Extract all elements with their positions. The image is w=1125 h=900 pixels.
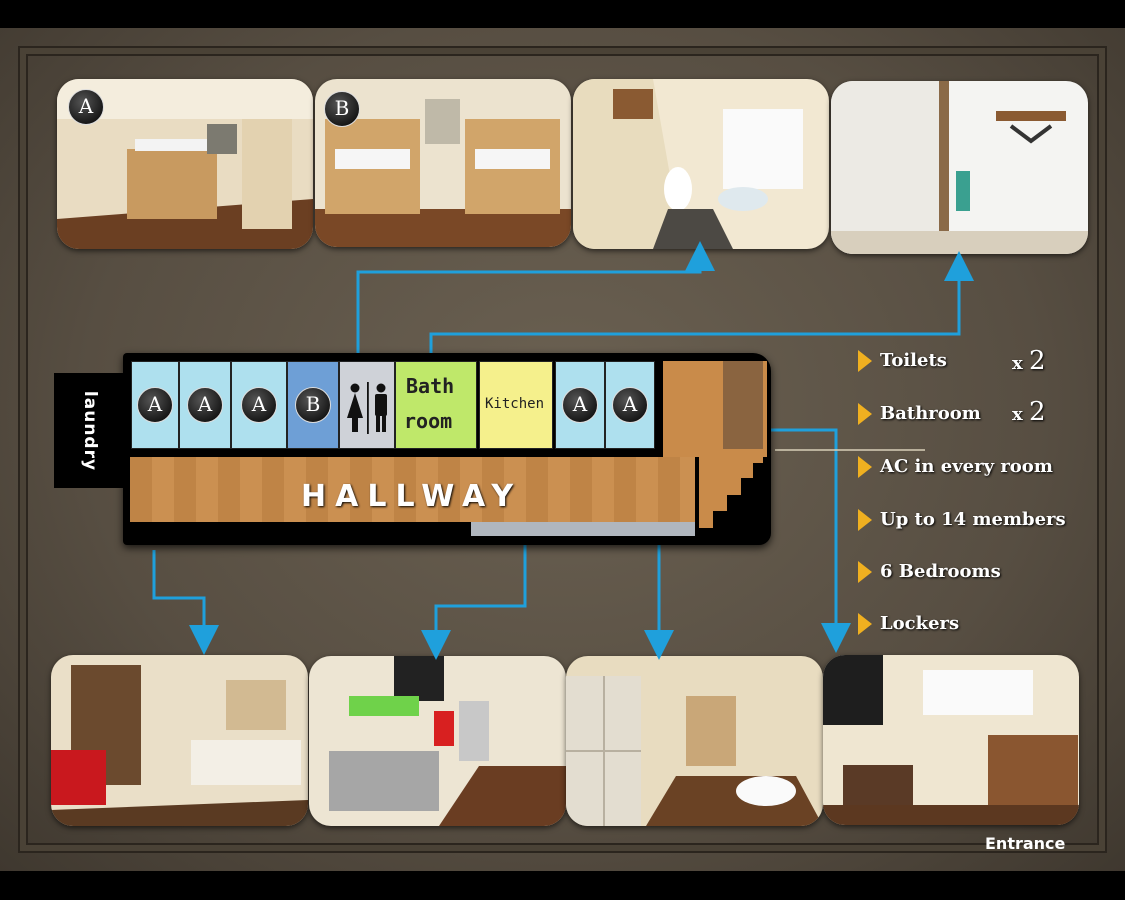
photo-washroom xyxy=(51,655,308,826)
room-type-badge: A xyxy=(241,387,277,423)
bathroom-label-line1: Bath xyxy=(406,374,455,398)
room-type-badge: A xyxy=(68,89,104,125)
triangle-bullet-icon xyxy=(858,350,872,372)
feature-bathroom: Bathroom xyxy=(858,403,981,425)
hallway-floor xyxy=(130,457,695,522)
photo-toilet xyxy=(573,79,829,249)
triangle-bullet-icon xyxy=(858,403,872,425)
corridor-mat xyxy=(471,522,695,536)
triangle-bullet-icon xyxy=(858,456,872,478)
room-bathroom: Bath room xyxy=(395,361,477,449)
feature-ac: AC in every room xyxy=(858,456,1053,478)
room-toilet xyxy=(339,361,395,449)
room-type-badge: B xyxy=(324,91,360,127)
bathroom-label-line2: room xyxy=(404,409,453,433)
photo-entrance xyxy=(823,655,1079,825)
restroom-icon xyxy=(347,382,387,434)
room-type-badge: A xyxy=(612,387,648,423)
photo-kitchen xyxy=(309,656,566,826)
room-type-badge: A xyxy=(187,387,223,423)
laundry-label: laundry xyxy=(80,390,100,471)
laundry-area: laundry xyxy=(54,373,126,488)
room-a-3: A xyxy=(231,361,287,449)
feature-capacity: Up to 14 members xyxy=(858,509,1066,531)
entrance-label: Entrance xyxy=(985,834,1066,853)
photo-lockers xyxy=(566,656,823,826)
triangle-bullet-icon xyxy=(858,509,872,531)
room-type-badge: A xyxy=(562,387,598,423)
room-a-1: A xyxy=(131,361,179,449)
feature-lockers: Lockers xyxy=(858,613,959,635)
feature-bedrooms: 6 Bedrooms xyxy=(858,561,1001,583)
photo-shower xyxy=(831,81,1088,254)
bathroom-count: x 2 xyxy=(1012,397,1046,427)
room-type-badge: A xyxy=(137,387,173,423)
triangle-bullet-icon xyxy=(858,561,872,583)
kitchen-label: Kitchen xyxy=(485,396,545,412)
room-a-2: A xyxy=(179,361,231,449)
decorative-frame xyxy=(18,46,1107,853)
entrance-block xyxy=(723,361,763,449)
feature-toilets: Toilets xyxy=(858,350,947,372)
room-type-badge: B xyxy=(295,387,331,423)
photo-room-a: A xyxy=(57,79,313,249)
room-a-5: A xyxy=(605,361,655,449)
photo-room-b: B xyxy=(315,79,571,247)
room-kitchen: Kitchen xyxy=(479,361,553,449)
triangle-bullet-icon xyxy=(858,613,872,635)
toilets-count: x 2 xyxy=(1012,346,1046,376)
stairs-shape xyxy=(643,457,763,528)
room-a-4: A xyxy=(555,361,605,449)
hallway-label: HALLWAY xyxy=(301,479,523,514)
room-b: B xyxy=(287,361,339,449)
floor-plan: A A A B Bath room Kitchen A A xyxy=(123,353,771,545)
